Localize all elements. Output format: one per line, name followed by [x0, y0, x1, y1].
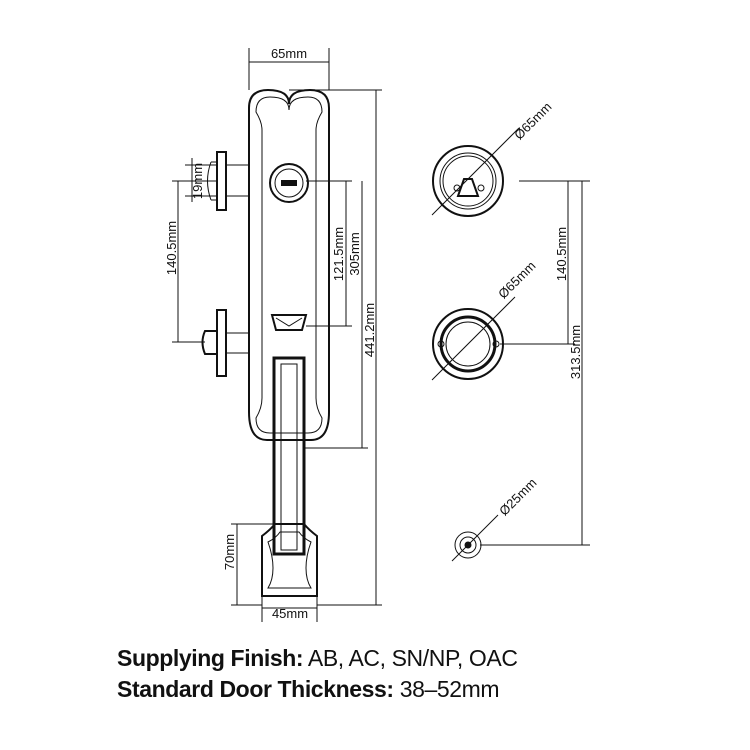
dim-plate-width: 65mm — [271, 46, 307, 61]
dimension-lines-left — [172, 48, 382, 622]
cylinder — [269, 163, 309, 203]
side-profile — [201, 151, 249, 377]
thickness-label: Standard Door Thickness: — [117, 676, 394, 702]
thickness-value: 38–52mm — [399, 676, 500, 702]
thickness-caption: Standard Door Thickness: 38–52mm — [117, 674, 518, 705]
finish-caption: Supplying Finish: AB, AC, SN/NP, OAC — [117, 643, 518, 674]
dim-right-spacing-2: 313.5mm — [568, 325, 583, 379]
deadbolt-rose — [431, 127, 520, 217]
dimension-labels-left: 65mm 19mm 140.5mm 121.5mm 305mm 441.2mm … — [164, 46, 377, 621]
dim-overall-height: 441.2mm — [362, 303, 377, 357]
dim-cylinder-to-handle: 305mm — [347, 232, 362, 275]
escutcheon-plate — [248, 88, 330, 441]
spec-captions: Supplying Finish: AB, AC, SN/NP, OAC Sta… — [117, 643, 518, 705]
dim-right-spacing-1: 140.5mm — [554, 227, 569, 281]
latch-rose — [431, 296, 516, 381]
dim-deadbolt-rose-dia: Ø65mm — [511, 99, 554, 142]
finish-value: AB, AC, SN/NP, OAC — [307, 645, 518, 671]
dim-latch-rose-dia: Ø65mm — [495, 258, 538, 301]
dim-small-rose-dia: Ø25mm — [496, 475, 539, 518]
dim-cylinder-height: 19mm — [190, 163, 205, 199]
handle-grip — [272, 356, 306, 556]
dim-handle-width: 45mm — [272, 606, 308, 621]
finish-label: Supplying Finish: — [117, 645, 304, 671]
dim-cylinder-to-thumb: 121.5mm — [331, 227, 346, 281]
lockset-technical-drawing: 65mm 19mm 140.5mm 121.5mm 305mm 441.2mm … — [164, 46, 590, 622]
dim-latch-spacing-left: 140.5mm — [164, 221, 179, 275]
dim-handle-bottom: 70mm — [222, 534, 237, 570]
thumb-piece — [270, 314, 308, 331]
small-rose — [451, 514, 499, 562]
handle-foot — [261, 523, 318, 597]
dimension-labels-right: Ø65mm Ø65mm Ø25mm 140.5mm 313.5mm — [495, 99, 583, 518]
dimension-lines-right — [480, 180, 590, 546]
